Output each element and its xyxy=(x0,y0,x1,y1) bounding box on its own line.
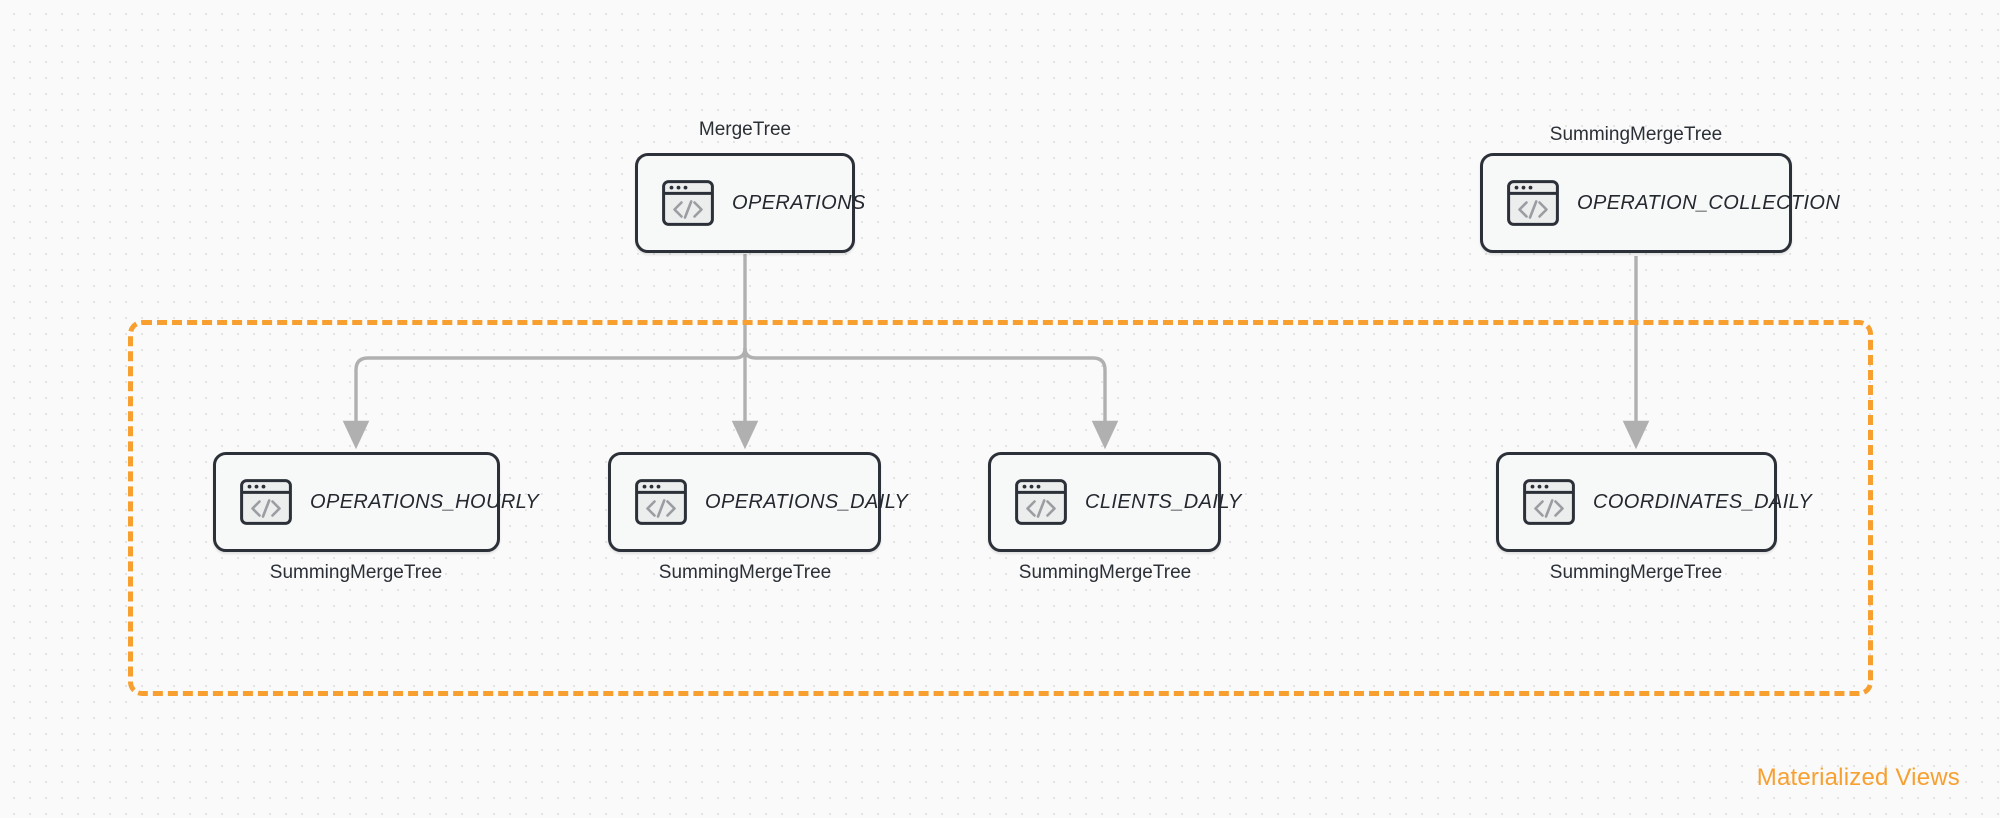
code-window-icon xyxy=(1523,479,1575,525)
materialized-views-group xyxy=(128,320,1873,696)
materialized-views-group-label: Materialized Views xyxy=(1756,764,1960,791)
engine-label-coordinates-daily: SummingMergeTree xyxy=(1549,562,1723,583)
node-label-clients-daily: CLIENTS_DAILY xyxy=(1085,490,1242,513)
node-operations[interactable]: OPERATIONS xyxy=(635,153,865,253)
code-window-icon xyxy=(662,180,714,226)
engine-label-operations: MergeTree xyxy=(698,119,792,140)
engine-label-operation-collection: SummingMergeTree xyxy=(1549,124,1723,145)
node-operations-hourly[interactable]: OPERATIONS_HOURLY xyxy=(213,452,539,552)
node-label-coordinates-daily: COORDINATES_DAILY xyxy=(1593,490,1813,513)
engine-label-operations-hourly: SummingMergeTree xyxy=(269,562,443,583)
node-operations-daily[interactable]: OPERATIONS_DAILY xyxy=(608,452,908,552)
node-label-operations: OPERATIONS xyxy=(732,191,866,214)
code-window-icon xyxy=(635,479,687,525)
node-operation-collection[interactable]: OPERATION_COLLECTION xyxy=(1480,153,1840,253)
code-window-icon xyxy=(1015,479,1067,525)
node-label-operations-daily: OPERATIONS_DAILY xyxy=(705,490,909,513)
engine-label-operations-daily: SummingMergeTree xyxy=(658,562,832,583)
code-window-icon xyxy=(1507,180,1559,226)
node-label-operations-hourly: OPERATIONS_HOURLY xyxy=(310,490,540,513)
node-label-operation-collection: OPERATION_COLLECTION xyxy=(1577,191,1841,214)
node-coordinates-daily[interactable]: COORDINATES_DAILY xyxy=(1496,452,1812,552)
code-window-icon xyxy=(240,479,292,525)
node-clients-daily[interactable]: CLIENTS_DAILY xyxy=(988,452,1241,552)
engine-label-clients-daily: SummingMergeTree xyxy=(1018,562,1192,583)
